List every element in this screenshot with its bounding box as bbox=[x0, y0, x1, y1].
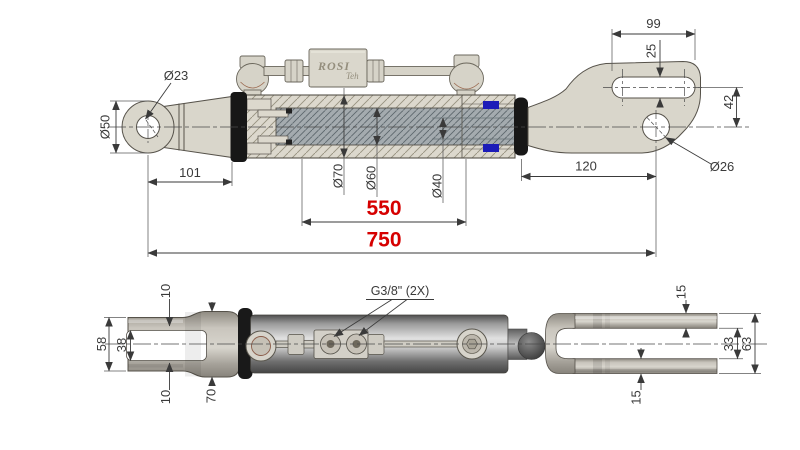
dim-eye-to-gland: 101 bbox=[179, 165, 201, 180]
top-view-dimensions: Ø50 Ø23 101 Ø70 Ø60 Ø40 99 bbox=[98, 16, 743, 257]
dim-eye-outer-dia: Ø50 bbox=[98, 115, 113, 140]
dim-bore-dia: Ø40 bbox=[430, 174, 445, 199]
dim-right-plate-top: 15 bbox=[674, 285, 689, 299]
dim-slot-length: 99 bbox=[646, 16, 660, 31]
left-fork-slot bbox=[126, 330, 207, 361]
dim-overall-length: 750 bbox=[366, 229, 401, 252]
dim-right-plate-bottom: 15 bbox=[629, 390, 644, 404]
side-section-view: ROSI Teh bbox=[98, 16, 752, 257]
head-seal-blue-bottom bbox=[483, 144, 499, 152]
bottom-view-dimensions: 58 38 10 10 70 G3/8" (2X) 15 15 33 bbox=[94, 284, 761, 405]
dim-left-gap: 38 bbox=[114, 338, 129, 352]
nut-render-1 bbox=[287, 334, 305, 355]
right-fork bbox=[545, 313, 718, 374]
nut-render-2 bbox=[367, 334, 385, 355]
compression-nut-1 bbox=[284, 59, 304, 83]
gland-collar bbox=[230, 92, 247, 162]
left-boot-ring bbox=[238, 308, 253, 379]
dim-stroke-length: 550 bbox=[366, 197, 401, 220]
head-boot-ring bbox=[514, 97, 528, 156]
brand-logo-sub: Teh bbox=[346, 71, 359, 81]
top-render-view: 58 38 10 10 70 G3/8" (2X) 15 15 33 bbox=[94, 284, 770, 405]
port-thread-label: G3/8" (2X) bbox=[371, 284, 430, 298]
head-seal-blue-top bbox=[483, 101, 499, 109]
dim-slot-to-axis: 42 bbox=[721, 95, 736, 109]
dim-barrel-od: Ø70 bbox=[331, 164, 346, 189]
right-fork-yoke bbox=[545, 313, 576, 374]
port-fittings bbox=[245, 328, 488, 362]
dim-rod-dia: Ø60 bbox=[364, 166, 379, 191]
dim-right-outer: 63 bbox=[739, 337, 754, 351]
bracket-end bbox=[527, 60, 703, 154]
dim-eye-hole-dia: Ø23 bbox=[164, 68, 189, 83]
dim-right-gap: 33 bbox=[721, 337, 736, 351]
dim-left-plate-bottom: 10 bbox=[158, 390, 173, 404]
brand-logo: ROSI bbox=[317, 59, 350, 73]
dim-flange-od: 70 bbox=[204, 389, 219, 403]
dim-left-outer: 58 bbox=[94, 337, 109, 351]
dim-bracket-hole-dia: Ø26 bbox=[710, 159, 735, 174]
compression-nut-2 bbox=[366, 59, 385, 83]
bracket-plate bbox=[527, 60, 701, 154]
gland-seal-top bbox=[286, 108, 292, 114]
piston-rod-section bbox=[275, 107, 528, 146]
tube-right bbox=[383, 66, 455, 76]
ball-joint-render bbox=[517, 332, 546, 360]
dim-bracket-hole-offset: 120 bbox=[575, 159, 597, 174]
banjo-seam-right bbox=[453, 82, 480, 90]
banjo-seam-left bbox=[240, 81, 265, 89]
hydraulic-line-assembly bbox=[236, 48, 484, 105]
tube-left bbox=[263, 66, 287, 76]
dim-left-plate-top: 10 bbox=[158, 284, 173, 298]
dim-slot-width: 25 bbox=[644, 44, 659, 58]
gland-seal-bottom bbox=[286, 139, 292, 145]
